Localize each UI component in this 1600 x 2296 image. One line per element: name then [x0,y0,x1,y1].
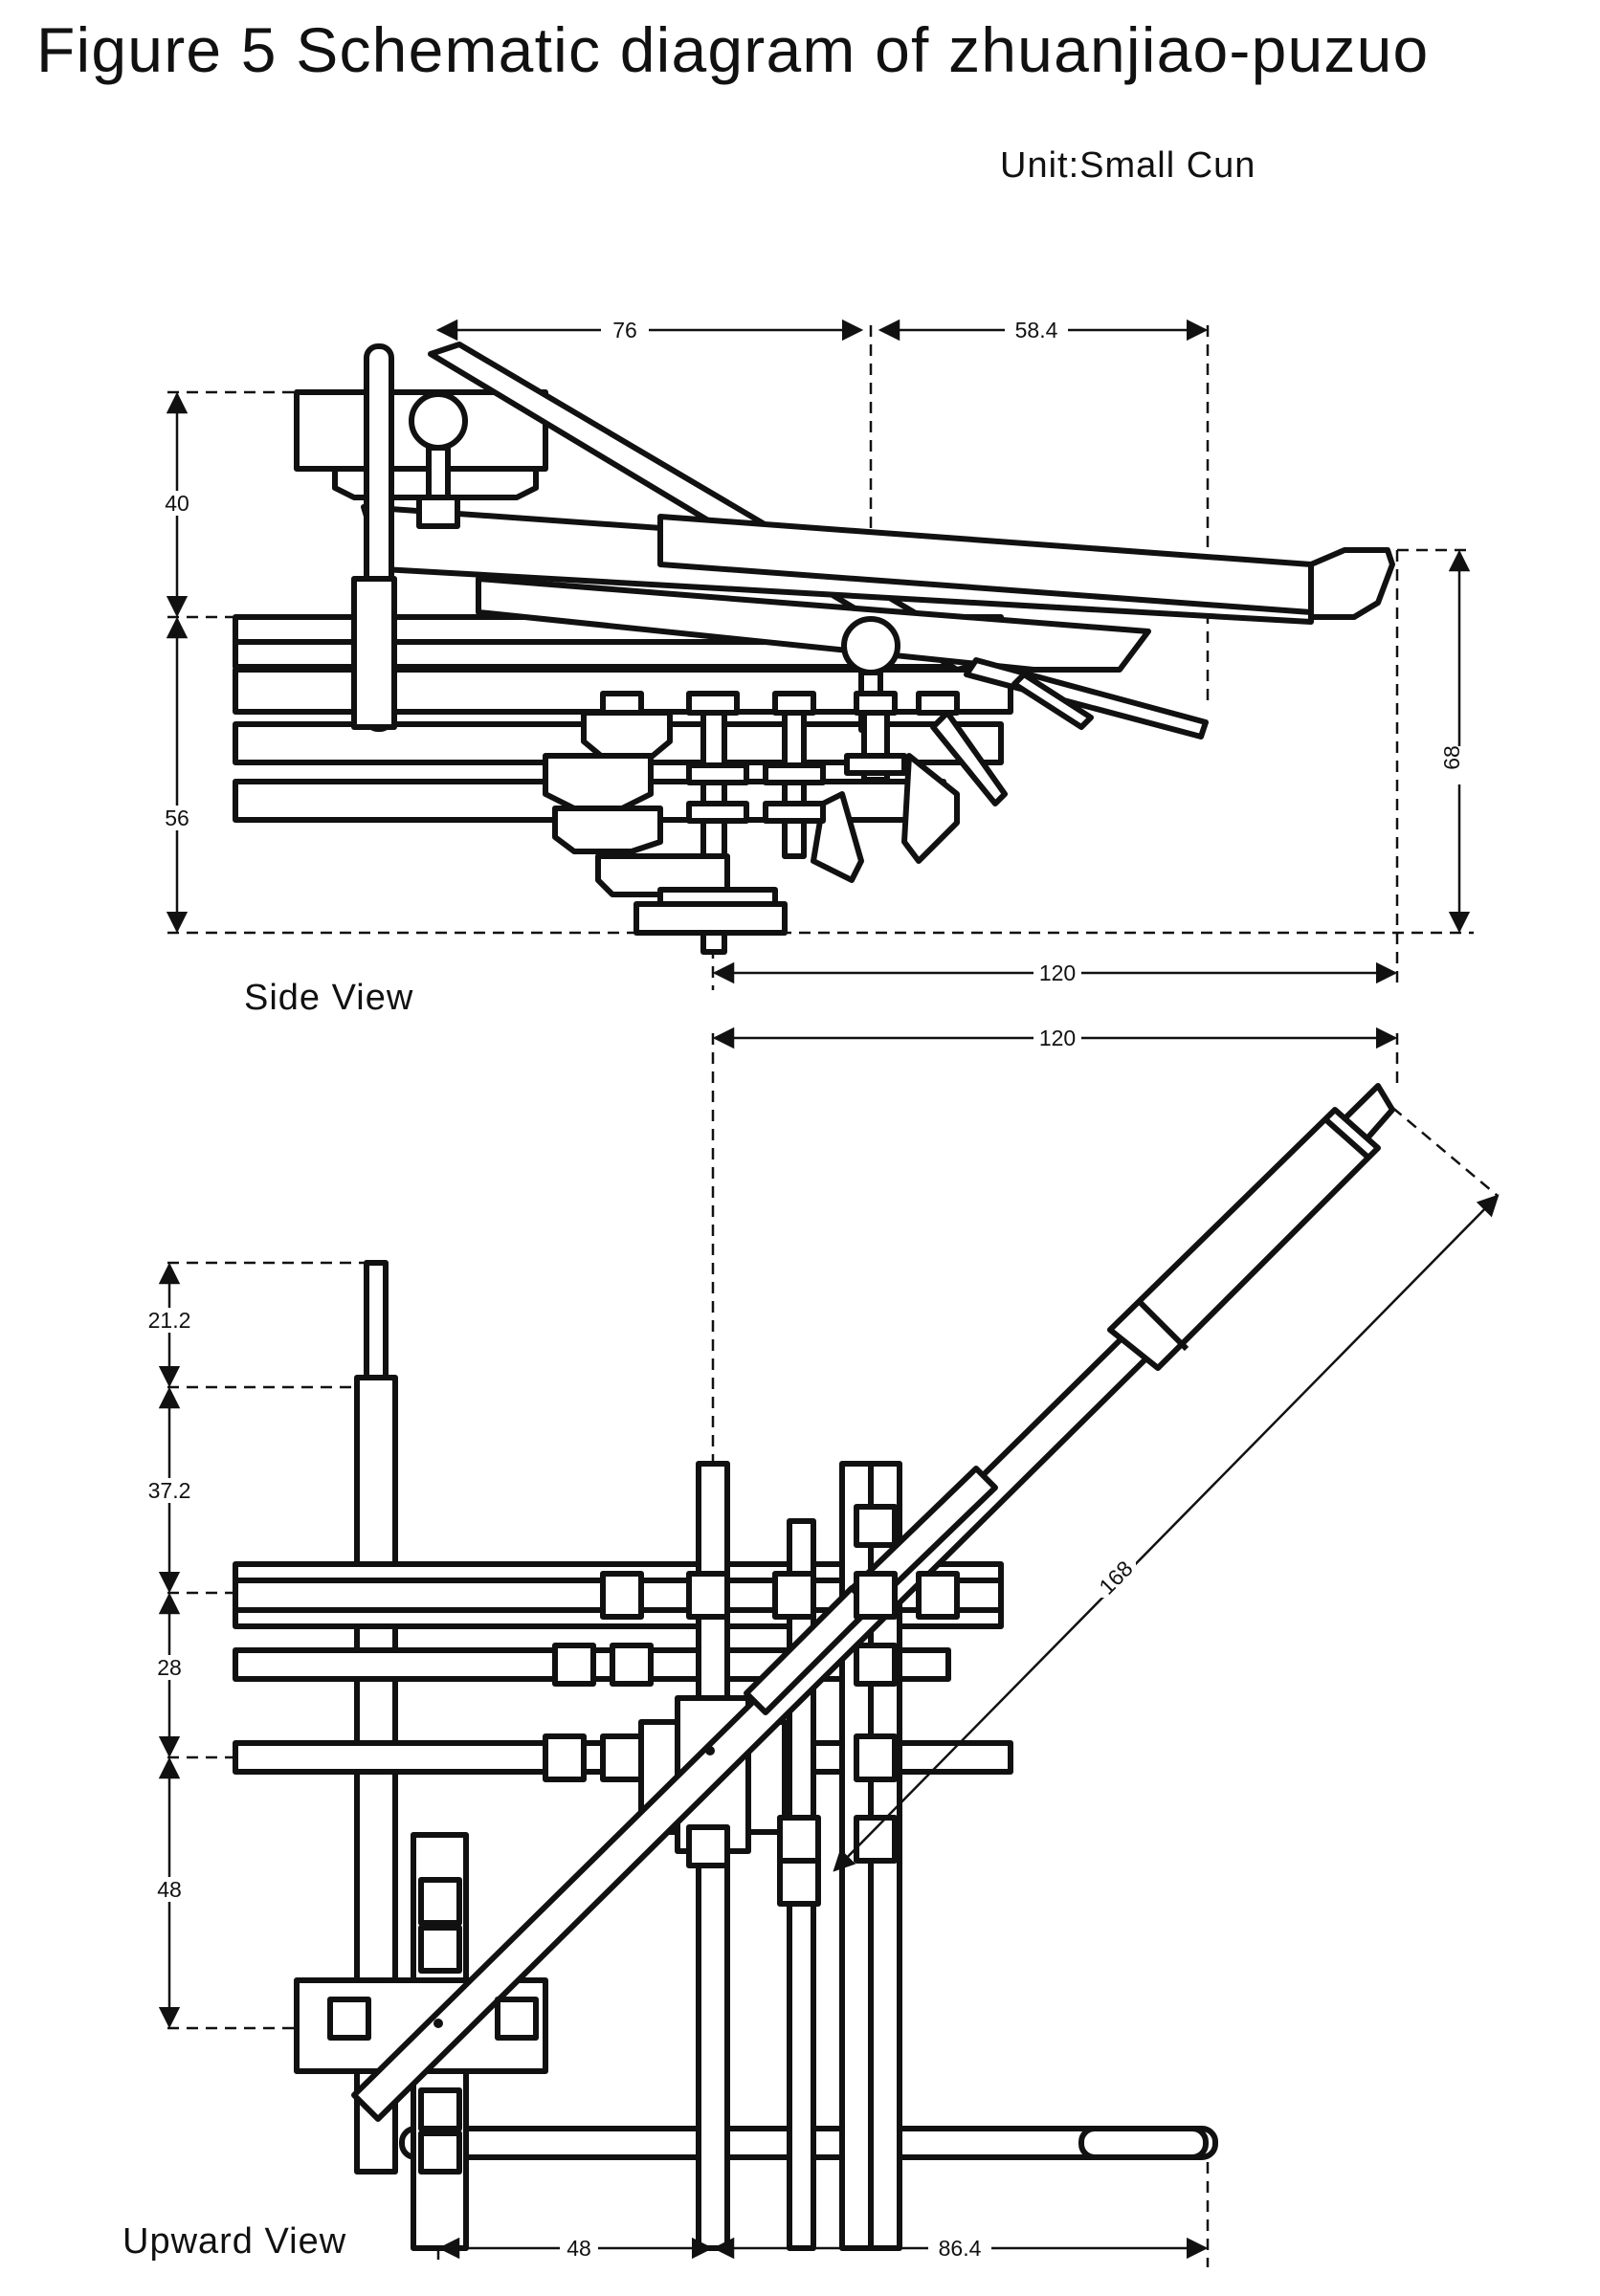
upward-dim-left-4: 48 [157,1877,182,1902]
side-dim-left-lower: 56 [165,806,189,830]
upward-dim-top: 120 [1039,1026,1076,1050]
side-dim-left-upper: 40 [165,491,189,516]
side-dim-bottom: 120 [1039,960,1076,985]
upward-view-drawing: 120 168 21.2 37.2 28 48 48 86.4 [144,1026,1500,2267]
side-dim-right: 68 [1439,745,1464,770]
figure-title: Figure 5 Schematic diagram of zhuanjiao-… [36,14,1430,85]
side-view-drawing: 76 58.4 40 56 68 120 [158,318,1474,990]
upward-view-label: Upward View [122,2221,347,2262]
upward-dim-left-2: 37.2 [148,1478,191,1503]
side-dim-top-right: 58.4 [1015,318,1058,342]
upward-dim-bottom-left: 48 [567,2236,591,2261]
unit-label: Unit:Small Cun [1000,145,1256,186]
side-view-label: Side View [244,978,414,1018]
upward-dim-left-1: 21.2 [148,1308,191,1333]
upward-dim-left-3: 28 [157,1655,182,1680]
side-dim-top-left: 76 [612,318,637,342]
upward-dim-bottom-right: 86.4 [939,2236,982,2261]
